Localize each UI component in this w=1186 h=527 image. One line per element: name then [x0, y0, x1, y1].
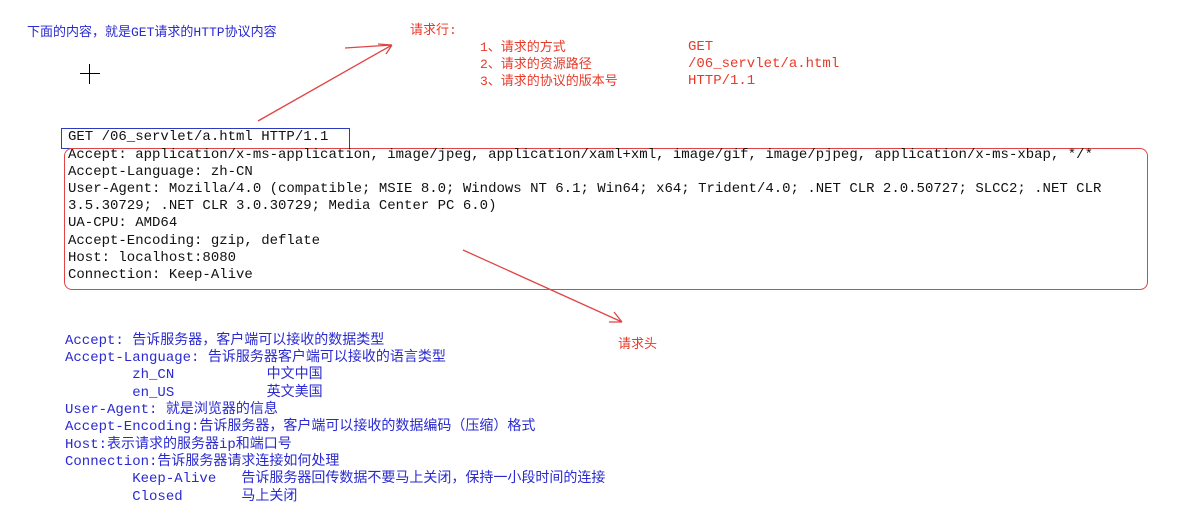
explanation-line: Keep-Alive 告诉服务器回传数据不要马上关闭，保持一小段时间的连接: [65, 471, 606, 487]
explanation-line: Host:表示请求的服务器ip和端口号: [65, 437, 292, 453]
header-line: Accept: application/x-ms-application, im…: [68, 147, 1093, 163]
request-line: GET /06_servlet/a.html HTTP/1.1: [68, 129, 329, 145]
headers-box: [64, 148, 1148, 290]
note-item-value: /06_servlet/a.html: [688, 56, 840, 72]
explanation-line: Accept: 告诉服务器，客户端可以接收的数据类型: [65, 333, 385, 349]
note-item-label: 1、请求的方式: [480, 40, 566, 55]
header-line: Host: localhost:8080: [68, 250, 237, 266]
explanation-line: Accept-Encoding:告诉服务器，客户端可以接收的数据编码（压缩）格式: [65, 419, 536, 435]
header-line: Accept-Language: zh-CN: [68, 164, 253, 180]
explanation-line: zh_CN 中文中国: [65, 367, 323, 383]
arrow-to-headers-note: [462, 249, 623, 323]
arrow-to-request-line-note: [257, 43, 393, 122]
intro-text: 下面的内容，就是GET请求的HTTP协议内容: [27, 25, 277, 40]
header-line: User-Agent: Mozilla/4.0 (compatible; MSI…: [68, 181, 1102, 197]
note-item-value: HTTP/1.1: [688, 73, 756, 89]
headers-note: 请求头: [618, 337, 658, 352]
explanation-line: Closed 马上关闭: [65, 489, 298, 505]
explanation-line: Accept-Language: 告诉服务器客户端可以接收的语言类型: [65, 350, 446, 366]
note-item-label: 3、请求的协议的版本号: [480, 74, 618, 89]
header-line: Accept-Encoding: gzip, deflate: [68, 233, 321, 249]
header-line: Connection: Keep-Alive: [68, 267, 253, 283]
crosshair-cursor-icon: [80, 64, 100, 84]
request-line-note-title: 请求行:: [410, 23, 457, 38]
explanation-line: en_US 英文美国: [65, 385, 323, 401]
note-item-label: 2、请求的资源路径: [480, 57, 592, 72]
explanation-line: User-Agent: 就是浏览器的信息: [65, 402, 278, 418]
header-line: 3.5.30729; .NET CLR 3.0.30729; Media Cen…: [68, 198, 497, 214]
note-item-value: GET: [688, 39, 714, 55]
header-line: UA-CPU: AMD64: [68, 215, 178, 231]
explanation-line: Connection:告诉服务器请求连接如何处理: [65, 454, 340, 470]
